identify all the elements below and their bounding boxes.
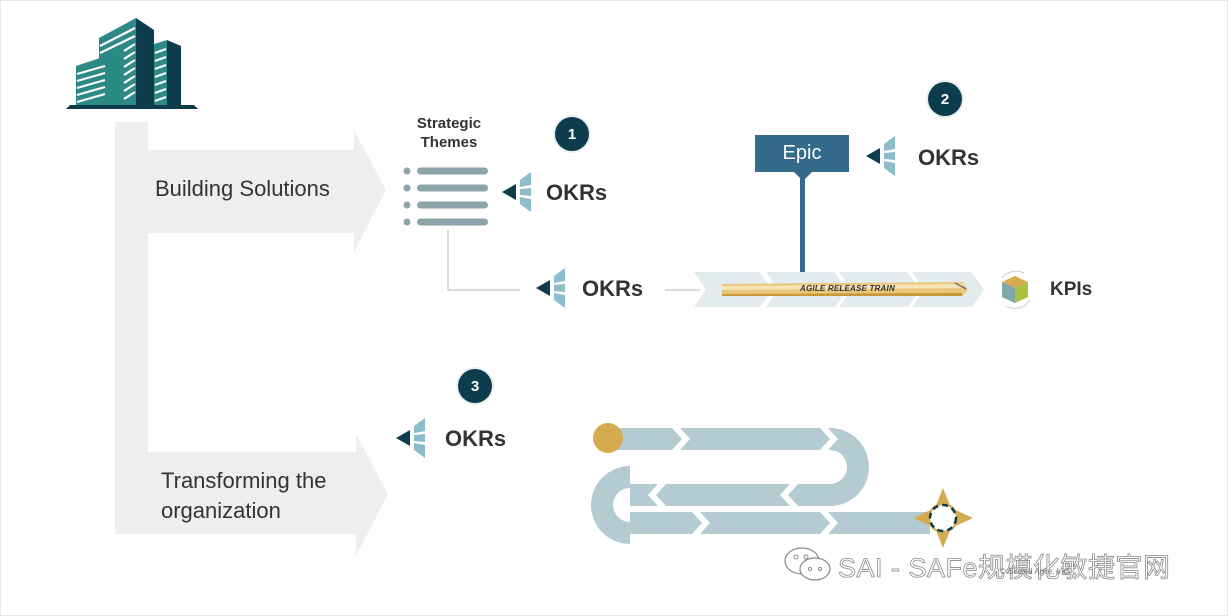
lane-trunk <box>115 122 148 534</box>
building-icon <box>66 18 198 109</box>
strategic-themes-title-line2: Themes <box>420 134 478 151</box>
strategic-themes-title: Strategic Themes <box>404 114 494 152</box>
lane-label-transforming-line1: Transforming the <box>161 468 327 493</box>
step-badge-3: 3 <box>458 369 492 403</box>
okr-icon-themes <box>502 172 531 212</box>
epic-pointer <box>794 172 812 181</box>
okr-icon-transform <box>396 418 425 458</box>
watermark-text: SAI - SAFe规模化敏捷官网 <box>838 553 1171 584</box>
copyright-text: © Scaled Agile, Inc. <box>1000 567 1070 576</box>
lane-arrow-transforming <box>148 434 388 556</box>
roadmap-road <box>591 428 930 544</box>
strategic-themes-list-icon <box>403 167 488 226</box>
strategic-themes-title-line1: Strategic <box>416 115 482 132</box>
kpi-cube-icon <box>1001 270 1031 309</box>
art-bar <box>722 282 968 296</box>
okr-icon-art <box>536 268 565 308</box>
epic-box: Epic <box>755 135 849 172</box>
okr-label-art: OKRs <box>582 276 644 301</box>
lane-arrow-building-solutions <box>148 130 386 252</box>
wechat-icon <box>784 547 831 581</box>
themes-connector-line <box>447 230 520 291</box>
okr-label-themes: OKRs <box>546 180 608 205</box>
epic-stem <box>800 172 805 274</box>
step-badge-2: 2 <box>928 82 962 116</box>
lane-label-building-solutions: Building Solutions <box>155 176 330 201</box>
okr-icon-epic <box>866 136 895 176</box>
agile-release-train-label: AGILE RELEASE TRAIN <box>800 284 895 293</box>
okr-label-transform: OKRs <box>445 426 507 451</box>
kpi-label: KPIs <box>1050 279 1093 300</box>
lane-label-transforming-line2: organization <box>161 498 281 523</box>
roadmap-compass-icon <box>913 488 973 548</box>
step-badge-1: 1 <box>555 117 589 151</box>
roadmap-start-icon <box>593 423 623 453</box>
okr-label-epic: OKRs <box>918 145 980 170</box>
